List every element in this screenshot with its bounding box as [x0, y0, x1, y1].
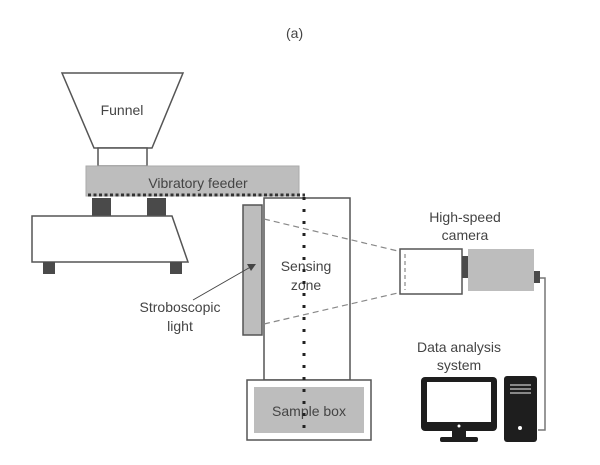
data-cable: [538, 277, 546, 431]
high-speed-camera: [399, 248, 540, 295]
stroboscopic-label-1: Stroboscopic: [140, 299, 221, 315]
stroboscopic-label-2: light: [167, 318, 193, 334]
monitor-icon: [421, 377, 497, 442]
sensing-zone-label-1: Sensing: [281, 258, 332, 274]
panel-label: (a): [286, 25, 303, 41]
sample-box: Sample box: [246, 379, 372, 441]
sample-box-label: Sample box: [272, 403, 346, 419]
vibratory-feeder: Vibratory feeder: [85, 165, 305, 197]
stroboscopic-light: [242, 204, 263, 336]
field-of-view-top: [263, 218, 403, 253]
feeder-base: [31, 215, 190, 274]
feeder-foot-right: [147, 198, 166, 216]
field-of-view-bottom: [263, 291, 403, 325]
sensing-column: Sensing zone: [263, 197, 351, 381]
funnel: Funnel: [60, 72, 185, 167]
computer-tower-icon: [504, 376, 537, 442]
funnel-label: Funnel: [101, 102, 144, 118]
camera-label-2: camera: [442, 227, 489, 243]
camera-label-1: High-speed: [429, 209, 501, 225]
sensing-zone-label-2: zone: [291, 277, 322, 293]
pointer-arrowhead-icon: [247, 264, 256, 271]
data-analysis-label-1: Data analysis: [417, 339, 501, 355]
vibratory-feeder-label: Vibratory feeder: [148, 175, 248, 191]
data-analysis-label-2: system: [437, 357, 481, 373]
stroboscopic-pointer: [192, 264, 255, 301]
feeder-foot-left: [92, 198, 111, 216]
